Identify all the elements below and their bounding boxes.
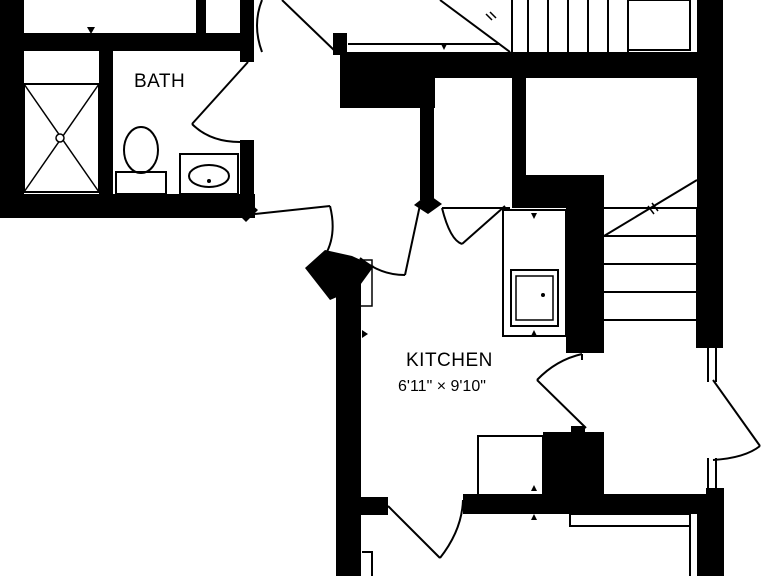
kitchen-door-right — [536, 353, 587, 429]
hall-door-upper — [256, 0, 337, 53]
toilet — [115, 126, 167, 195]
exterior-door-right — [707, 348, 761, 488]
marker-arrow-kitchen-left — [362, 330, 368, 338]
appliance — [477, 435, 544, 497]
wall-shower-divider — [99, 51, 113, 194]
kitchen-entry-door — [357, 204, 421, 307]
wall-lower-right-vertical — [586, 432, 604, 514]
marker-arrow-top-left-2 — [243, 8, 249, 14]
wall-top-stub — [196, 0, 206, 34]
kitchen-door-bottom — [387, 499, 464, 559]
fixtures — [23, 0, 761, 576]
bath-door — [191, 61, 249, 143]
wall-bath-top — [0, 33, 250, 51]
closet-door — [441, 205, 510, 245]
wall-closet-corner-left — [414, 194, 442, 214]
wall-bath-bottom — [0, 194, 255, 218]
wall-kitchen-right — [566, 175, 604, 353]
kitchen-label: KITCHEN — [406, 350, 493, 371]
wall-lower-left-stub — [336, 497, 388, 515]
wall-right-outer — [697, 0, 723, 348]
bath-label: BATH — [134, 71, 185, 92]
lower-room — [362, 513, 691, 576]
hall-door-lower — [254, 205, 334, 261]
kitchen-dimensions: 6'11" × 9'10" — [398, 378, 486, 395]
wall-jamb-small — [570, 338, 576, 352]
wall-bath-right-lower — [240, 140, 254, 202]
wall-closet-left — [420, 78, 434, 200]
wall-jamb-small-2 — [571, 426, 585, 434]
shower — [23, 83, 100, 193]
stairs-right — [603, 179, 698, 348]
marker-arrow-top-left — [87, 27, 95, 34]
wall-bottom-right-vertical — [697, 512, 723, 576]
bath-sink — [179, 153, 239, 195]
upper-room — [348, 0, 691, 53]
wall-jamb-bath — [234, 200, 258, 222]
wall-kitchen-left — [336, 270, 361, 576]
wall-upper-post — [333, 33, 347, 55]
wall-bath-left — [0, 0, 24, 218]
wall-upper-block — [340, 52, 435, 108]
wall-bath-right-upper — [240, 0, 254, 62]
shower-drain — [55, 133, 65, 143]
walls — [0, 0, 724, 576]
kitchen-counter — [502, 209, 567, 337]
